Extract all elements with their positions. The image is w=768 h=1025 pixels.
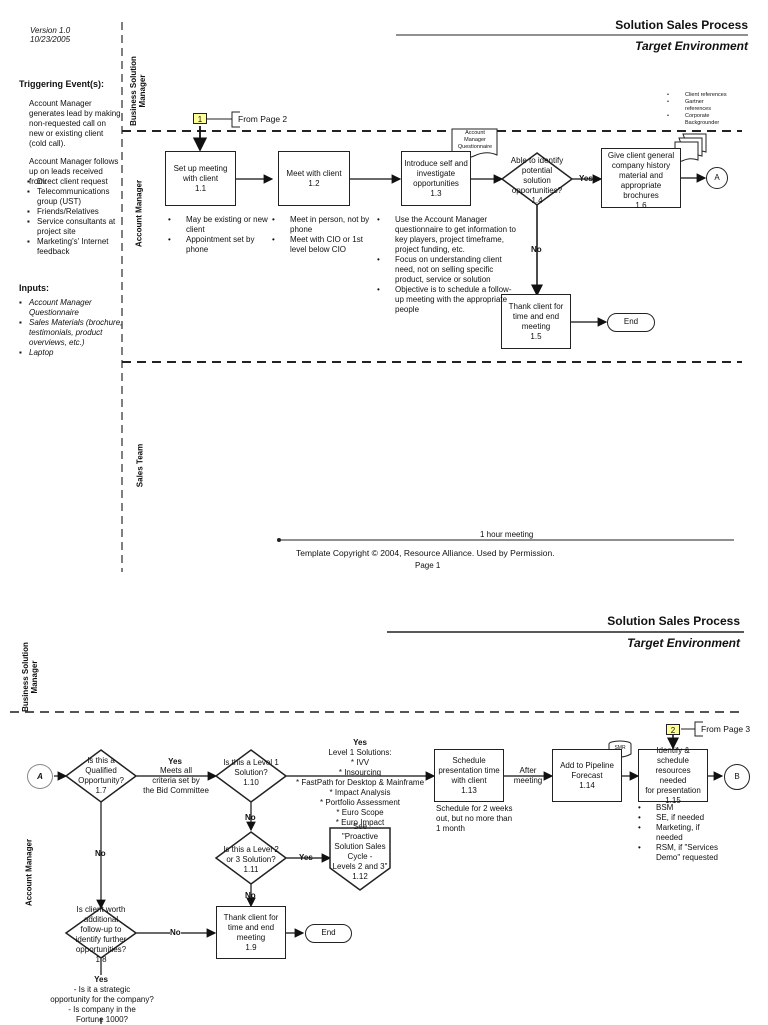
decision-1-10[interactable]: Is this a Level 1 Solution? 1.10: [223, 758, 279, 787]
list-item: Telecommunications group (UST): [27, 187, 129, 207]
page-connector-1[interactable]: 1: [193, 113, 207, 124]
triggering-list: Direct client request Telecommunications…: [25, 177, 129, 257]
yes-strategic-title: Yes: [94, 975, 108, 984]
end-terminator-2[interactable]: End: [305, 924, 352, 943]
list-item: * Euro Scope: [336, 808, 384, 817]
lane-account-manager-2: Account Manager: [24, 838, 34, 907]
yes-label: Yes: [579, 174, 593, 183]
offpage-connector-a-2[interactable]: A: [27, 764, 53, 789]
list-item: Direct client request: [27, 177, 129, 187]
decision-1-4-shape: [500, 152, 574, 206]
notes-1-1: May be existing or new client Appointmen…: [164, 215, 276, 255]
decision-1-10-shape: [214, 749, 288, 803]
list-item: Gartner references: [667, 99, 725, 113]
list-item: Laptop: [19, 348, 131, 358]
notes-1-3: Use the Account Manager questionnaire to…: [373, 215, 520, 315]
copyright: Template Copyright © 2004, Resource Alli…: [296, 548, 555, 558]
list-item: Service consultants at project site: [27, 217, 129, 237]
version-label: Version 1.0: [30, 26, 71, 35]
offpage-connector-a[interactable]: A: [706, 167, 728, 189]
decision-1-11-shape: [214, 831, 288, 885]
lane-account-manager: Account Manager: [134, 179, 144, 248]
no-label-1-7: No: [95, 849, 106, 858]
timeline-label: 1 hour meeting: [480, 530, 534, 539]
list-item: Use the Account Manager questionnaire to…: [377, 215, 520, 255]
yes-label-1-11: Yes: [299, 853, 313, 862]
step-1-14[interactable]: Add to Pipeline Forecast 1.14: [552, 749, 622, 802]
list-item: * Portfolio Assessment: [319, 798, 401, 807]
offpage-1-12-shape: [329, 827, 391, 891]
lane-business-solution-manager-2: Business Solution Manager: [21, 642, 39, 712]
inputs-heading: Inputs:: [19, 283, 49, 293]
step-1-1[interactable]: Set up meeting with client 1.1: [165, 151, 236, 206]
list-item: Marketing, if needed: [638, 823, 728, 843]
page-subtitle: Target Environment: [635, 39, 748, 53]
triggering-heading: Triggering Event(s):: [19, 79, 105, 89]
schedule-note: Schedule for 2 weeks out, but no more th…: [436, 804, 513, 833]
page-subtitle-2: Target Environment: [627, 636, 740, 650]
list-item: Appointment set by phone: [168, 235, 276, 255]
step-1-3[interactable]: Introduce self and investigate opportuni…: [401, 151, 471, 206]
list-item: SE, if needed: [638, 813, 728, 823]
decision-1-7-shape: [64, 749, 138, 803]
end-terminator[interactable]: End: [607, 313, 655, 332]
decision-1-8[interactable]: Is client worth additional follow-up to …: [75, 905, 127, 964]
decision-1-4[interactable]: Able to identify potential solution oppo…: [510, 156, 564, 205]
page-title-2: Solution Sales Process: [607, 614, 740, 628]
list-item: * IVV: [350, 758, 370, 767]
date-label: 10/23/2005: [30, 35, 71, 44]
list-item: Objective is to schedule a follow-up mee…: [377, 285, 520, 315]
no-label: No: [531, 245, 542, 254]
list-item: * FastPath for Desktop & Mainframe: [295, 778, 425, 787]
step-1-13[interactable]: Schedule presentation time with client 1…: [434, 749, 504, 802]
step-1-2[interactable]: Meet with client 1.2: [278, 151, 350, 206]
page-title: Solution Sales Process: [615, 18, 748, 32]
list-item: * Euro Impact: [335, 818, 385, 827]
questionnaire-doc: Account Manager Questionnaire: [457, 130, 493, 150]
list-item: Focus on understanding client need, not …: [377, 255, 520, 285]
lane-business-solution-manager: Business Solution Manager: [129, 56, 147, 126]
step-1-15[interactable]: Identify & schedule resources needed for…: [638, 746, 708, 805]
lane-sales-team: Sales Team: [135, 443, 145, 488]
level1-solutions: Yes Level 1 Solutions: * IVV * Insourcin…: [290, 738, 430, 828]
yes-criteria-text: Meets all criteria set by the Bid Commit…: [143, 766, 209, 795]
list-item: May be existing or new client: [168, 215, 276, 235]
yes-criteria-title: Yes: [168, 757, 182, 766]
page-number: Page 1: [415, 561, 441, 570]
no-label-1-10: No: [245, 813, 256, 822]
list-item: Friends/Relatives: [27, 207, 129, 217]
after-meeting-label: After meeting: [513, 766, 543, 785]
page-connector-2[interactable]: 2: [666, 724, 680, 735]
list-item: Meet with CIO or 1st level below CIO: [272, 235, 380, 255]
list-item: * Impact Analysis: [329, 788, 391, 797]
yes-strategic-text: - Is it a strategic opportunity for the …: [50, 985, 154, 1024]
no-label-1-8: No: [170, 928, 181, 938]
offpage-1-12[interactable]: See "Proactive Solution Sales Cycle - Le…: [332, 822, 388, 881]
smr-database-icon: SMR: [614, 745, 626, 751]
step-1-9[interactable]: Thank client for time and end meeting 1.…: [216, 906, 286, 959]
notes-1-2: Meet in person, not by phone Meet with C…: [268, 215, 380, 255]
list-item: Marketing's' Internet feedback: [27, 237, 129, 257]
list-item: Account Manager Questionnaire: [19, 298, 131, 318]
triggering-para1: Account Manager generates lead by making…: [29, 99, 121, 148]
decision-1-8-shape: [64, 907, 138, 959]
list-item: * Insourcing: [338, 768, 382, 777]
list-item: BSM: [638, 803, 728, 813]
step-1-6[interactable]: Give client general company history mate…: [601, 148, 681, 210]
decision-1-7[interactable]: Is this a Qualified Opportunity? 1.7: [78, 756, 124, 795]
list-item: Sales Materials (brochure, testimonials,…: [19, 318, 131, 348]
inputs-list: Account Manager Questionnaire Sales Mate…: [17, 298, 131, 358]
list-item: Corporate Backgrounder: [667, 113, 725, 127]
from-page-label: From Page 2: [238, 114, 288, 124]
from-page-label-2: From Page 3: [701, 724, 751, 734]
list-item: Client references: [667, 92, 765, 99]
offpage-connector-b[interactable]: B: [724, 764, 750, 790]
list-item: Meet in person, not by phone: [272, 215, 380, 235]
list-item: RSM, if "Services Demo" requested: [638, 843, 728, 863]
decision-1-11[interactable]: Is this a Level 2 or 3 Solution? 1.11: [223, 845, 279, 874]
references-list: Client references Gartner references Cor…: [663, 92, 765, 127]
resources-list: BSM SE, if needed Marketing, if needed R…: [634, 803, 728, 863]
no-label-1-11: No: [245, 891, 256, 900]
